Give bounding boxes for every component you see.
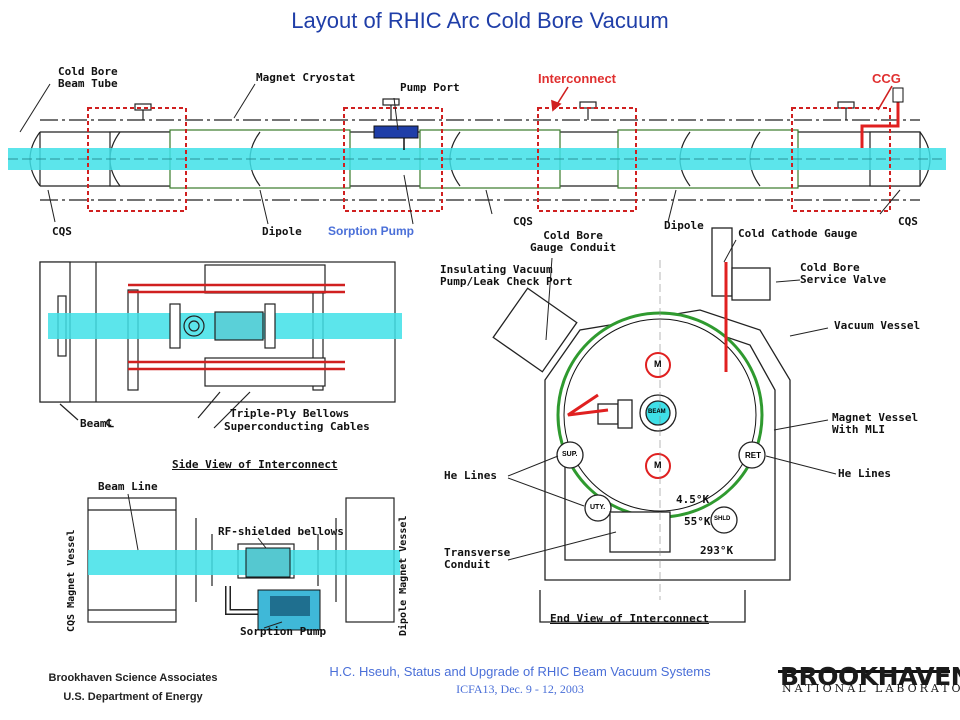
cqs-mid-label: CQS [513,215,533,228]
rf-shielded-bellows-label: RF-shielded bellows [218,525,344,538]
end-view-heading: End View of Interconnect [550,612,709,625]
cqs-left-label: CQS [52,225,72,238]
cold-bore-gauge-conduit-label: Cold Bore Gauge Conduit [530,229,617,254]
temp-293k-label: 293°K [700,544,734,557]
interconnect-boxes [87,107,891,212]
beam-centerline-label: Beam℄ [80,417,114,430]
top-sorption-pump [373,125,419,139]
dipole-right-label: Dipole [664,219,704,232]
side-sorption-pump [225,586,321,631]
rf-bellows [245,547,291,578]
cold-bore-service-valve-label: Cold Bore Service Valve [800,261,887,286]
he-lines-right-label: He Lines [838,467,891,480]
m-top-tag: M [654,359,662,369]
side-sorption-pump-label: Sorption Pump [240,625,327,638]
cqs-right-label: CQS [898,215,918,228]
page-title: Layout of RHIC Arc Cold Bore Vacuum [291,8,669,33]
side-view-heading: Side View of Interconnect [172,458,338,471]
he-lines-left-label: He Lines [444,469,497,482]
end-view-drawing [492,227,791,623]
citation: H.C. Hseuh, Status and Upgrade of RHIC B… [329,664,711,679]
temp-55k-label: 55°K [684,515,711,528]
beam-tag: BEAM [648,409,666,415]
cqs-magnet-vessel-label: CQS Magnet Vessel [66,529,77,632]
dipole-magnet-vessel-label: Dipole Magnet Vessel [398,515,409,636]
triple-ply-bellows-label: Triple-Ply Bellows [230,407,350,420]
logo-subtitle: NATIONAL LABORATORY [782,682,960,695]
sup-tag: SUP. [562,451,578,458]
logo-rule [778,670,950,673]
temp-45k-label: 4.5°K [676,493,710,506]
insulating-vacuum-port-label: Insulating Vacuum Pump/Leak Check Port [440,263,573,288]
ccg-label: CCG [872,71,901,86]
magnet-cryostat-label: Magnet Cryostat [256,71,356,84]
m-bottom-tag: M [654,460,662,470]
brookhaven-logo: BROOKHAVEN [780,662,960,691]
superconducting-cables-label: Superconducting Cables [224,420,370,433]
vacuum-vessel-label: Vacuum Vessel [834,319,921,332]
top-view-cables [128,283,345,371]
org-line1: Brookhaven Science Associates [48,672,218,684]
magnet-vessel-mli-label: Magnet Vessel With MLI [832,411,919,436]
sorption-pump-label: Sorption Pump [328,224,414,238]
end-view-red-lines [567,262,728,417]
ret-tag: RET [745,451,761,460]
pump-port-label: Pump Port [400,81,460,94]
uty-tag: UTY. [590,504,606,511]
interconnect-label: Interconnect [538,71,617,86]
cold-bore-beam-tube-label: Cold Bore Beam Tube [58,65,118,90]
dipole-left-label: Dipole [262,225,302,238]
side-view-beam [88,550,400,575]
transverse-conduit-label: Transverse Conduit [444,546,511,571]
cold-cathode-gauge-label: Cold Cathode Gauge [738,227,858,240]
shld-tag: SHLD [714,516,731,522]
org-line2: U.S. Department of Energy [63,691,203,703]
top-ccg-line [860,95,900,148]
conference: ICFA13, Dec. 9 - 12, 2003 [456,682,584,696]
beam-line-label: Beam Line [98,480,158,493]
